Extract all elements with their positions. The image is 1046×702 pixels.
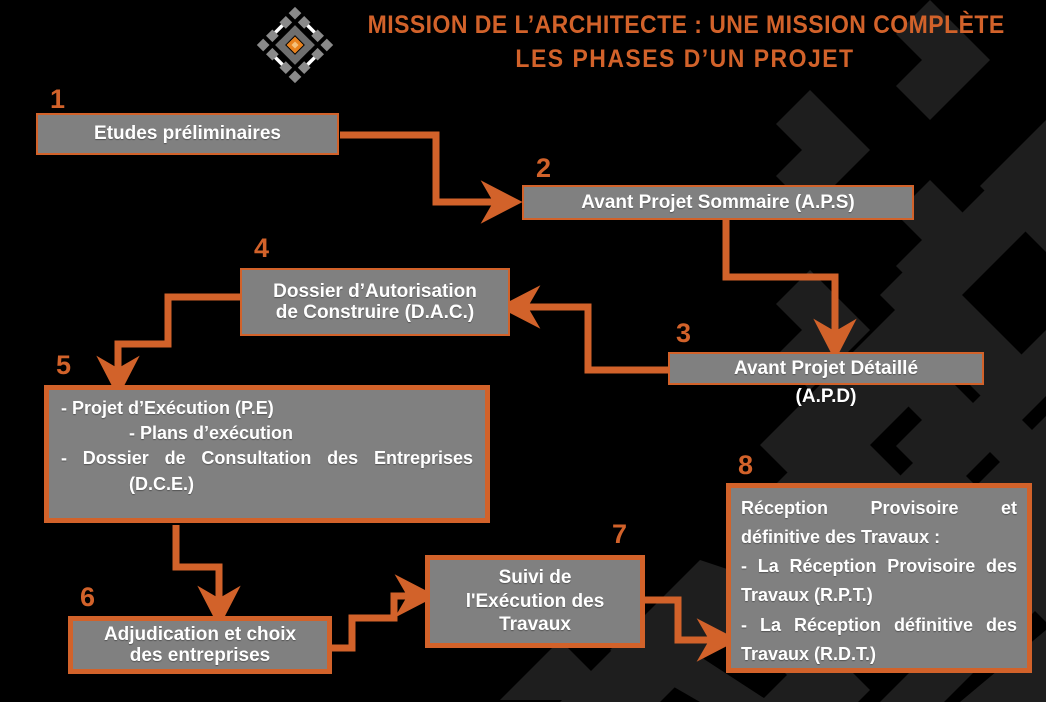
node-2-label: Avant Projet Sommaire (A.P.S) bbox=[581, 191, 855, 213]
node-8-line-2: - La Réception Provisoire des Travaux (R… bbox=[741, 556, 1017, 606]
arrow-3-to-4 bbox=[498, 285, 668, 374]
node-projet-execution[interactable]: - Projet d’Exécution (P.E) - Plans d’exé… bbox=[44, 385, 490, 523]
badge-4: 4 bbox=[254, 233, 270, 263]
node-6-line-1: Adjudication et choix bbox=[103, 623, 297, 645]
badge-8: 8 bbox=[738, 450, 754, 480]
arrow-1-to-2 bbox=[340, 131, 523, 224]
page-title: MISSION DE L’ARCHITECTE : UNE MISSION CO… bbox=[367, 11, 1005, 39]
node-adjudication-choix-entreprises[interactable]: Adjudication et choix des entreprises bbox=[68, 616, 332, 674]
node-6-line-2: des entreprises bbox=[129, 645, 271, 666]
badge-1: 1 bbox=[50, 84, 66, 114]
arrow-5-to-6 bbox=[172, 525, 241, 628]
node-3-overflow-label: (A.P.D) bbox=[795, 386, 857, 407]
node-avant-projet-detaille[interactable]: Avant Projet Détaillé bbox=[668, 352, 984, 385]
node-avant-projet-sommaire[interactable]: Avant Projet Sommaire (A.P.S) bbox=[522, 185, 914, 220]
node-7-line-3: Travaux bbox=[499, 614, 571, 636]
node-8-line-1: Réception Provisoire et définitive des T… bbox=[741, 498, 1017, 548]
badge-3: 3 bbox=[676, 318, 692, 348]
node-suivi-execution-travaux[interactable]: Suivi de l'Exécution des Travaux bbox=[425, 555, 645, 648]
arrow-7-to-8 bbox=[645, 596, 739, 662]
arrow-4-to-5 bbox=[96, 293, 240, 398]
node-5-line-1: - Projet d’Exécution (P.E) bbox=[61, 398, 274, 418]
node-8-line-3: - La Réception définitive des Travaux (R… bbox=[741, 614, 1017, 664]
node-5-line-3: - Dossier de Consultation des Entreprise… bbox=[61, 448, 473, 494]
node-dossier-autorisation-construire[interactable]: Dossier d’Autorisation de Construire (D.… bbox=[240, 268, 510, 336]
badge-7: 7 bbox=[612, 519, 628, 549]
badge-5: 5 bbox=[56, 350, 72, 380]
node-7-line-1: Suivi de bbox=[498, 566, 572, 588]
page-subtitle: LES PHASES D’UN PROJET bbox=[515, 45, 855, 73]
arrow-6-to-7 bbox=[332, 574, 437, 652]
arrow-2-to-3 bbox=[722, 218, 857, 361]
node-1-label: Etudes préliminaires bbox=[94, 123, 281, 145]
node-reception-provisoire-definitive[interactable]: Réception Provisoire et définitive des T… bbox=[726, 483, 1032, 673]
title-block: MISSION DE L’ARCHITECTE : UNE MISSION CO… bbox=[340, 8, 1030, 76]
node-4-line-2: de Construire (D.A.C.) bbox=[275, 302, 475, 323]
diamond-geometric-logo-icon bbox=[256, 6, 334, 84]
node-5-line-2: - Plans d’exécution bbox=[129, 423, 294, 444]
header: MISSION DE L’ARCHITECTE : UNE MISSION CO… bbox=[0, 0, 1046, 96]
node-7-line-2: l'Exécution des bbox=[465, 590, 605, 612]
badge-6: 6 bbox=[80, 582, 96, 612]
badge-2: 2 bbox=[536, 153, 552, 183]
node-4-line-1: Dossier d’Autorisation bbox=[273, 280, 477, 302]
node-etudes-preliminaires[interactable]: Etudes préliminaires bbox=[36, 113, 339, 155]
node-3-label: Avant Projet Détaillé bbox=[733, 357, 919, 379]
